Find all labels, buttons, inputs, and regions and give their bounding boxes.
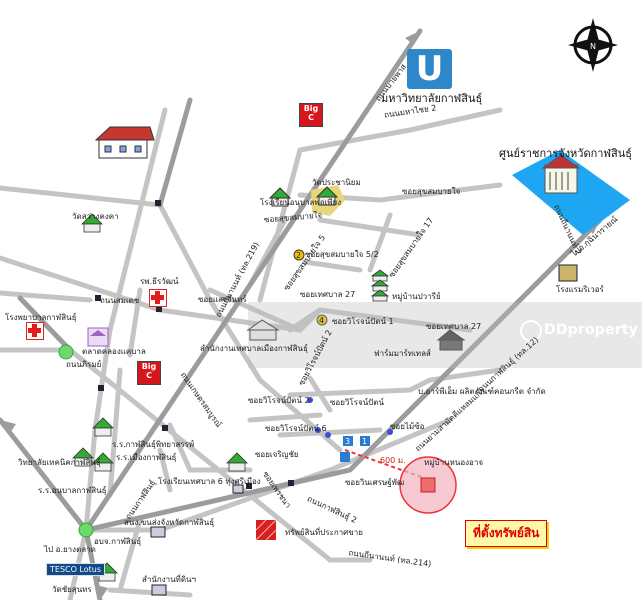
label-soi-sukhum-52: ซอยสุขสมบายใจ 5/2 — [305, 250, 379, 259]
label-soi-charoen: ซอยเจริญชัย — [255, 450, 299, 459]
label-municipal-office: สำนักงานเทศบาลเมืองกาฬสินธุ์ — [200, 344, 308, 353]
label-district-office: อบจ.กาฬสินธุ์ — [94, 537, 142, 546]
label-temple-pracha: วัดประชานิยม — [312, 178, 361, 187]
bigc-icon: Big C — [299, 103, 323, 127]
label-company: บ.อาร์พีเอ็ม ผลิตภัณฑ์คอนกรีต จำกัด — [418, 387, 546, 396]
label-soi-sangjan: ซอยแสงจันทร์ — [198, 295, 247, 304]
traffic-circle-icon — [58, 344, 74, 360]
tesco-lotus-icon: TESCO Lotus — [46, 563, 106, 576]
label-village-pawaree: หมู่บ้านปวารีย์ — [392, 292, 441, 301]
watermark-band — [248, 302, 642, 368]
label-college: วิทยาลัยเทคนิคกาฬสินธุ์ — [18, 458, 101, 467]
label-road-phirom: ถนนภิรมย์ — [66, 360, 102, 369]
label-temple-sawang: วัดสว่างคงคา — [72, 212, 119, 221]
traffic-circle-icon — [78, 522, 94, 538]
target-marker — [420, 477, 436, 493]
label-office-sk: สำนักงานที่ดินฯ — [142, 575, 196, 584]
label-hosp-kalasin: โรงพยาบาลกาฬสินธุ์ — [5, 313, 77, 322]
marker-number: 4 — [319, 316, 325, 325]
office-icon — [150, 264, 578, 596]
svg-text:N: N — [590, 42, 596, 51]
watermark-text: DDproperty — [544, 322, 639, 338]
label-school-tesaban6: โรงเรียนเทศบาล 6 ทุ่งศรีเมือง — [158, 477, 261, 486]
label-soi-wanakhan: ซอยวินเศรษฐ์พัฒ — [345, 478, 405, 487]
university-icon: U — [407, 49, 452, 89]
label-university: มหาวิทยาลัยกาฬสินธุ์ — [381, 92, 483, 105]
label-pharmacy: ฟาร์มมาร์ทเทลส์ — [374, 349, 431, 358]
label-office-land: สนง.ขนส่งจังหวัดกาฬสินธุ์ — [124, 518, 215, 527]
label-soi-phu: ซอยไม้ซ้อ — [390, 422, 425, 431]
hospital-icon — [26, 322, 44, 340]
label-soi-wiset-1: ซอยวิโรจน์ปัตน์ 1 — [332, 317, 394, 326]
marker-number: 3 — [345, 437, 351, 446]
label-market: ตลาดคลองแคบาล — [82, 347, 146, 356]
label-school-anuban: ร.ร.อนุบาลกาฬสินธุ์ — [38, 486, 107, 495]
label-soi-tesaban-27a: ซอยเทศบาล 27 — [300, 290, 356, 299]
label-soi-samran-2: ซอยสุขสมบายใจ — [402, 187, 461, 196]
label-hosp-thewarat: รพ.ธีรวัฒน์ — [140, 277, 179, 286]
label-gov-center: ศูนย์ราชการจังหวัดกาฬสินธุ์ — [499, 147, 632, 160]
label-school-muang: ร.ร.เมืองกาฬสินธุ์ — [116, 453, 177, 462]
label-road-somsamai: ถนนสมเดช — [100, 296, 140, 305]
label-village-nam: หมู่บ้านหนองอาจ — [424, 458, 484, 467]
label-property: ทรัพย์สินที่ประกาศขาย — [285, 528, 363, 537]
compass-icon: N — [568, 18, 618, 72]
label-hotel: โรงแรมริเวอร์ — [556, 285, 604, 294]
target-location-label[interactable]: ที่ตั้งทรัพย์สิน — [465, 520, 548, 547]
bigc-icon: Big C — [137, 361, 161, 385]
label-to-yangtalat: ไป อ.ยางตลาด — [44, 545, 96, 554]
marker-number: 1 — [362, 437, 368, 446]
ddproperty-logo-icon — [520, 320, 542, 342]
temple-icon — [315, 186, 339, 206]
marker-number: 2 — [296, 251, 302, 260]
market-icon — [87, 327, 109, 347]
label-soi-tesaban-27b: ซอยเทศบาล 27 — [426, 322, 482, 331]
hospital-icon — [149, 289, 167, 307]
house-icon — [94, 126, 155, 159]
label-soi-wiset-b: ซอยวิโรจน์ปัตน์ — [330, 398, 384, 407]
label-school-phon: โรงเรียนอนุบาลพอเพียง — [260, 198, 342, 207]
label-temple-chai: วัดชัยสุนทร — [52, 585, 92, 594]
label-distance: 600 ม. — [380, 456, 406, 465]
label-soi-wiset-a: ซอยวิโรจน์ปัตน์ 2 — [248, 396, 310, 405]
label-school-pittaya: ร.ร.กาฬสินธุ์พิทยาสรรพ์ — [112, 440, 195, 449]
label-soi-wiset-c: ซอยวิโรจน์ปัตน์ 6 — [265, 424, 327, 433]
